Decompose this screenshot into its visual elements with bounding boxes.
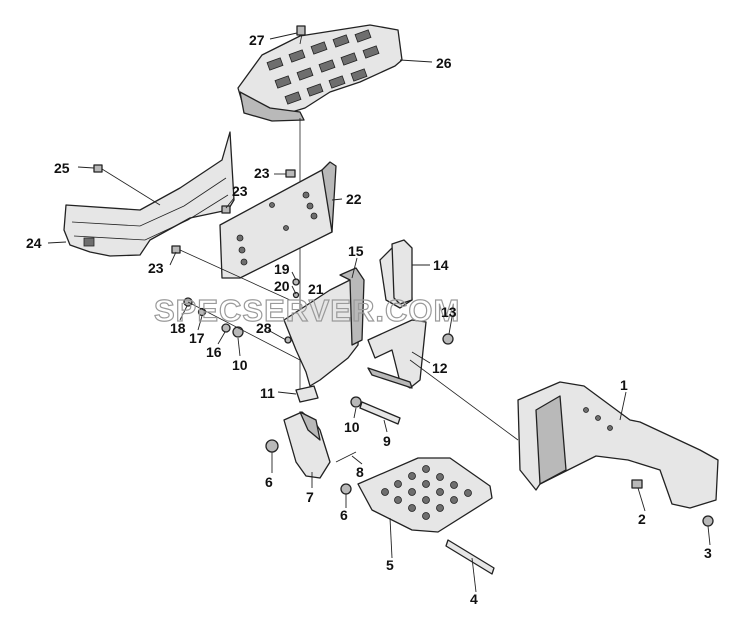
part-22-mounting-plate bbox=[219, 161, 337, 279]
callout-28: 28 bbox=[256, 320, 272, 336]
callout-23-b: 23 bbox=[232, 183, 248, 199]
callout-15: 15 bbox=[348, 243, 364, 259]
callout-4: 4 bbox=[470, 591, 478, 607]
callout-12: 12 bbox=[432, 360, 448, 376]
callout-27: 27 bbox=[249, 32, 265, 48]
callout-6-a: 6 bbox=[265, 474, 273, 490]
callout-19: 19 bbox=[274, 261, 290, 277]
small-hardware bbox=[183, 278, 301, 361]
part-4-rod bbox=[445, 539, 495, 575]
part-13-nut bbox=[442, 333, 454, 345]
callout-25: 25 bbox=[54, 160, 70, 176]
callout-2: 2 bbox=[638, 511, 646, 527]
callout-8: 8 bbox=[356, 464, 364, 480]
callout-20: 20 bbox=[274, 278, 290, 294]
callout-13: 13 bbox=[441, 304, 457, 320]
callout-11: 11 bbox=[260, 385, 275, 401]
callout-9: 9 bbox=[383, 433, 391, 449]
part-3-nut bbox=[702, 515, 714, 527]
part-25-screw bbox=[93, 164, 161, 206]
part-2-bolt bbox=[631, 479, 643, 489]
callout-22: 22 bbox=[346, 191, 362, 207]
part-11-clip bbox=[295, 385, 319, 403]
part-1-support-arm bbox=[517, 381, 719, 509]
watermark: SPECSERVER.COM bbox=[154, 293, 460, 328]
callout-10-b: 10 bbox=[344, 419, 360, 435]
part-9-pin bbox=[359, 401, 401, 425]
callout-6-b: 6 bbox=[340, 507, 348, 523]
part-27-bolt bbox=[296, 25, 306, 45]
callout-14: 14 bbox=[433, 257, 449, 273]
callout-10-a: 10 bbox=[232, 357, 248, 373]
callout-18: 18 bbox=[170, 320, 186, 336]
callout-16: 16 bbox=[206, 344, 222, 360]
leader-lines bbox=[47, 32, 711, 593]
callout-23-c: 23 bbox=[148, 260, 164, 276]
callout-23-a: 23 bbox=[254, 165, 270, 181]
part-24-fairing bbox=[63, 131, 235, 257]
part-10-nut-lower bbox=[350, 396, 362, 408]
part-12-hinge-arm bbox=[367, 319, 427, 389]
callout-24: 24 bbox=[26, 235, 42, 251]
callout-5: 5 bbox=[386, 557, 394, 573]
part-5-step-plate bbox=[357, 457, 493, 533]
callout-3: 3 bbox=[704, 545, 712, 561]
callout-21: 21 bbox=[308, 281, 324, 297]
part-7-step-bracket bbox=[283, 411, 331, 479]
part-6-bushing-right bbox=[340, 483, 352, 495]
part-6-bushing-left bbox=[265, 439, 279, 453]
callout-26: 26 bbox=[436, 55, 452, 71]
part-26-top-tread bbox=[237, 24, 403, 122]
callout-1: 1 bbox=[620, 377, 628, 393]
callout-labels: 27 26 25 23 23 22 24 23 15 14 19 20 21 1… bbox=[26, 32, 712, 607]
arm-axis bbox=[409, 359, 519, 441]
part-8-pin bbox=[335, 451, 357, 463]
part-23-bolt-mid bbox=[221, 205, 231, 214]
part-23-bolt-upper bbox=[285, 169, 296, 178]
callout-7: 7 bbox=[306, 489, 314, 505]
part-14-upright bbox=[391, 239, 413, 305]
callout-17: 17 bbox=[189, 330, 205, 346]
